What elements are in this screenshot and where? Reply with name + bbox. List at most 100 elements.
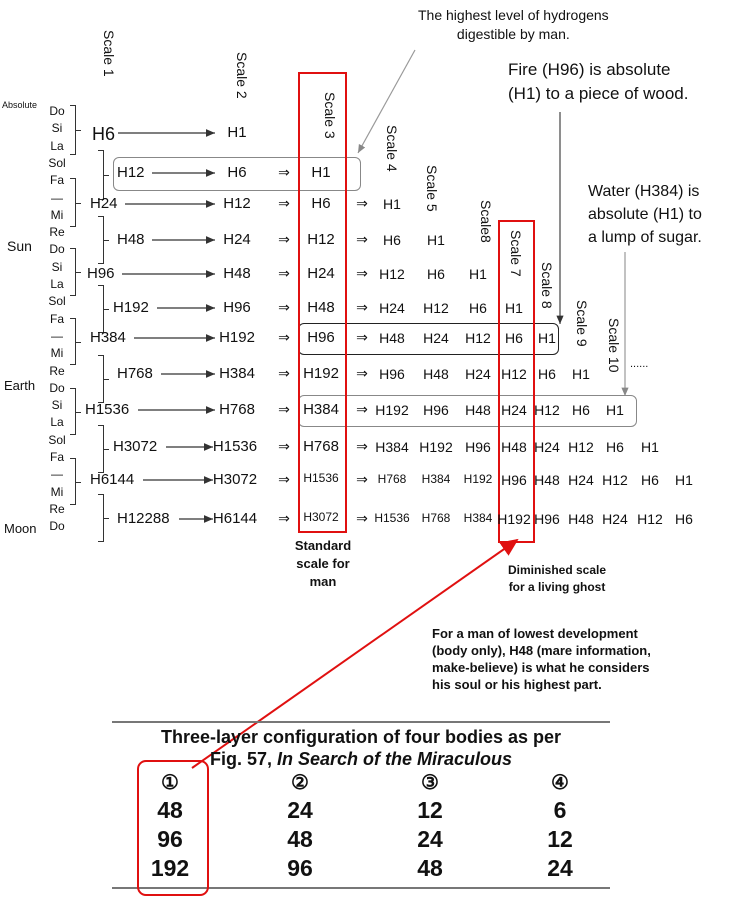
arrow-symbol: ⇒ (356, 401, 368, 417)
scale-value: H384 (375, 439, 409, 455)
scale-value: H192 (419, 439, 453, 455)
scale-value: H1 (383, 196, 401, 212)
annotation-line: (H1) to a piece of wood. (508, 84, 689, 103)
body-value: 24 (287, 797, 313, 823)
scale2-value: H3072 (212, 471, 258, 488)
scale2-value: H6 (227, 164, 247, 181)
bracket (70, 318, 81, 365)
arrow-symbol: ⇒ (278, 438, 290, 454)
caption-line: for a living ghost (508, 580, 606, 594)
caption-line: Diminished scale (508, 563, 607, 577)
table-title: Three-layer configuration of four bodies… (112, 726, 610, 770)
scale-value: H6 (606, 439, 624, 455)
scale-value: H6 (383, 232, 401, 248)
bracket (98, 425, 109, 473)
bracket (98, 216, 109, 264)
lowest-development-note: For a man of lowest development (body on… (432, 625, 651, 693)
scale3-value: H48 (307, 299, 335, 316)
body-value: 96 (287, 855, 313, 881)
note-label: Sol (48, 294, 66, 309)
arrow-symbol: ⇒ (356, 438, 368, 454)
scale-label: Scale 4 (384, 125, 400, 172)
scale3-value: H768 (303, 438, 339, 455)
scale-value: H384 (463, 511, 493, 525)
note-label: Re (49, 225, 65, 240)
note-label: Si (51, 259, 63, 274)
arrow-symbol: ⇒ (278, 471, 290, 487)
arrow-symbol: ⇒ (278, 401, 290, 417)
scale-value: H6 (641, 472, 659, 488)
scale-label: Scale8 (478, 200, 494, 243)
scale-label: Scale 9 (574, 300, 590, 347)
arrow-symbol: ⇒ (278, 365, 290, 381)
scale-value: H12 (379, 266, 405, 282)
body-value: 24 (547, 855, 573, 881)
red-link-arrow (191, 538, 519, 769)
scale-value: H24 (568, 472, 594, 488)
scale1-value: H24 (90, 195, 118, 212)
scale-value: H1 (427, 232, 445, 248)
note-label: Fa (49, 450, 64, 464)
note-label: — (51, 328, 63, 343)
note-label: Si (51, 398, 63, 413)
scale-value: H48 (379, 330, 405, 346)
scale-value: H192 (375, 402, 409, 418)
note-label: — (51, 467, 63, 482)
scale-value: H48 (568, 511, 594, 527)
bracket (70, 388, 81, 435)
scale-value: H48 (501, 439, 527, 455)
scale-value: H48 (423, 366, 449, 382)
table-bottom-rule (112, 887, 610, 889)
scale3-value: H24 (307, 265, 335, 282)
scale-value: H12 (465, 330, 491, 346)
scale2-value: H48 (223, 265, 251, 282)
scale1-value: H768 (117, 365, 153, 382)
scale-value: H6 (538, 366, 556, 382)
scale-value: H1 (538, 330, 556, 346)
scale3-value: H1536 (303, 471, 339, 485)
body-value: 48 (287, 826, 313, 852)
scale-value: H48 (465, 402, 491, 418)
scale1-value: H3072 (113, 438, 158, 455)
scale-value: H12 (568, 439, 594, 455)
arrow-symbol: ⇒ (278, 329, 290, 345)
arrow-symbol: ⇒ (356, 195, 368, 211)
scale1-value: H1536 (85, 401, 130, 418)
note-label: Re (49, 501, 65, 516)
arrow-symbol: ⇒ (278, 299, 290, 315)
scale-value: H96 (534, 511, 560, 527)
scale2-value: H96 (223, 299, 251, 316)
caption-line: man (309, 574, 337, 589)
bracket (70, 105, 81, 155)
scale-label: Scale 1 (101, 30, 117, 77)
scale7-highlight (498, 220, 535, 543)
note-label: La (50, 415, 64, 430)
scale-value: H24 (602, 511, 628, 527)
level-sun: Sun (7, 238, 32, 254)
body-number: ② (291, 772, 309, 794)
note-label: Re (49, 363, 65, 378)
note-line: make-believe) is what he considers (432, 660, 650, 675)
bracket (70, 248, 81, 296)
note-label: La (50, 138, 64, 153)
scale-value: H24 (501, 402, 527, 418)
note-label: Mi (50, 207, 64, 222)
scale-value: H1 (572, 366, 590, 382)
scale-label: Scale 8 (539, 262, 555, 309)
hydrogens-annotation: The highest level of hydrogens digestibl… (418, 6, 609, 44)
scale2-value: H24 (223, 231, 251, 248)
body-value: 48 (157, 797, 183, 823)
scale3-value: H12 (307, 231, 335, 248)
fire-annotation: Fire (H96) is absolute (H1) to a piece o… (508, 58, 688, 106)
scale3-value: H1 (311, 164, 331, 181)
note-label: — (51, 190, 63, 205)
scale3-value: H192 (303, 365, 339, 382)
body-value: 6 (553, 797, 567, 823)
annotation-line: absolute (H1) to (588, 206, 702, 223)
note-label: Sol (48, 432, 66, 447)
scale2-value: H192 (219, 329, 255, 346)
scale-value: H1536 (374, 511, 410, 525)
scale-value: H96 (501, 472, 527, 488)
note-line: his soul or his highest part. (432, 677, 602, 692)
